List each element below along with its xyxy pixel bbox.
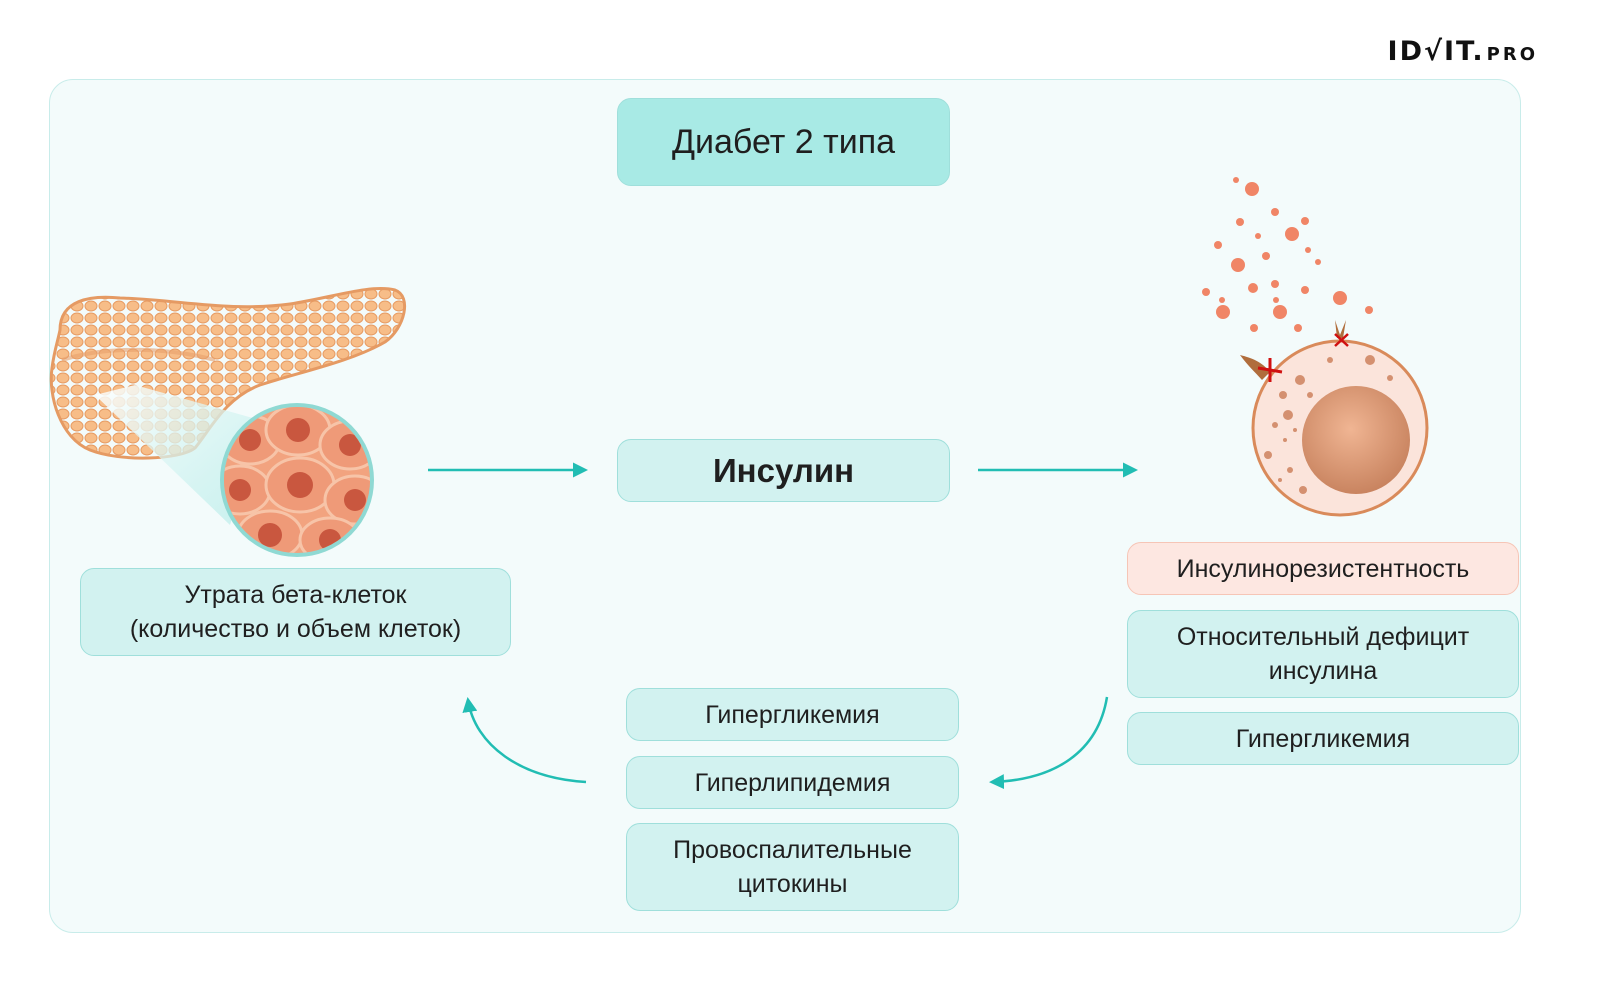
hyperglycemia-right-label: Гипергликемия — [1235, 724, 1411, 753]
arrow-right-to-bottom — [989, 696, 1109, 790]
hyperlipidemia-label: Гиперлипидемия — [694, 768, 891, 797]
relative-deficit-line2: инсулина — [1268, 657, 1378, 685]
insulin-label: Инсулин — [712, 451, 855, 489]
insulin-resistance-node: Инсулинорезистентность — [1127, 542, 1519, 595]
cytokines-line1: Провоспалительные — [673, 836, 912, 864]
diagram-title-text: Диабет 2 типа — [671, 123, 896, 161]
receptor-left — [1240, 355, 1283, 382]
hyperglycemia-bottom-label: Гипергликемия — [705, 700, 880, 729]
brand-logo-main: ID√IT. — [1387, 36, 1485, 67]
cytokines-node: Провоспалительные цитокины — [626, 823, 959, 911]
pancreas-illustration — [49, 287, 406, 525]
beta-cell-loss-node: Утрата бета-клеток (количество и объем к… — [80, 568, 511, 656]
cytokines-line2: цитокины — [737, 870, 848, 898]
pancreas-duct — [61, 347, 216, 362]
insulin-node: Инсулин — [617, 439, 950, 502]
insulin-particles — [1202, 177, 1373, 332]
arrow-bottom-to-beta — [462, 697, 587, 784]
relative-deficit-node: Относительный дефицит инсулина — [1127, 610, 1519, 698]
hyperlipidemia-node: Гиперлипидемия — [626, 756, 959, 809]
receptor-top — [1334, 320, 1349, 347]
insulin-resistance-label: Инсулинорезистентность — [1176, 554, 1470, 583]
hyperglycemia-bottom-node: Гипергликемия — [626, 688, 959, 741]
hyperglycemia-right-node: Гипергликемия — [1127, 712, 1519, 765]
target-cell — [1251, 339, 1429, 517]
beta-cells-magnified — [220, 403, 374, 557]
brand-logo-suffix: PRO — [1486, 44, 1538, 65]
beta-cell-loss-line1: Утрата бета-клеток — [184, 581, 407, 609]
zoom-beam — [95, 385, 260, 525]
brand-logo: ID√IT.PRO — [1388, 36, 1538, 67]
diagram-title: Диабет 2 типа — [617, 98, 950, 186]
beta-cell-loss-line2: (количество и объем клеток) — [129, 615, 462, 643]
relative-deficit-line1: Относительный дефицит — [1176, 623, 1470, 651]
